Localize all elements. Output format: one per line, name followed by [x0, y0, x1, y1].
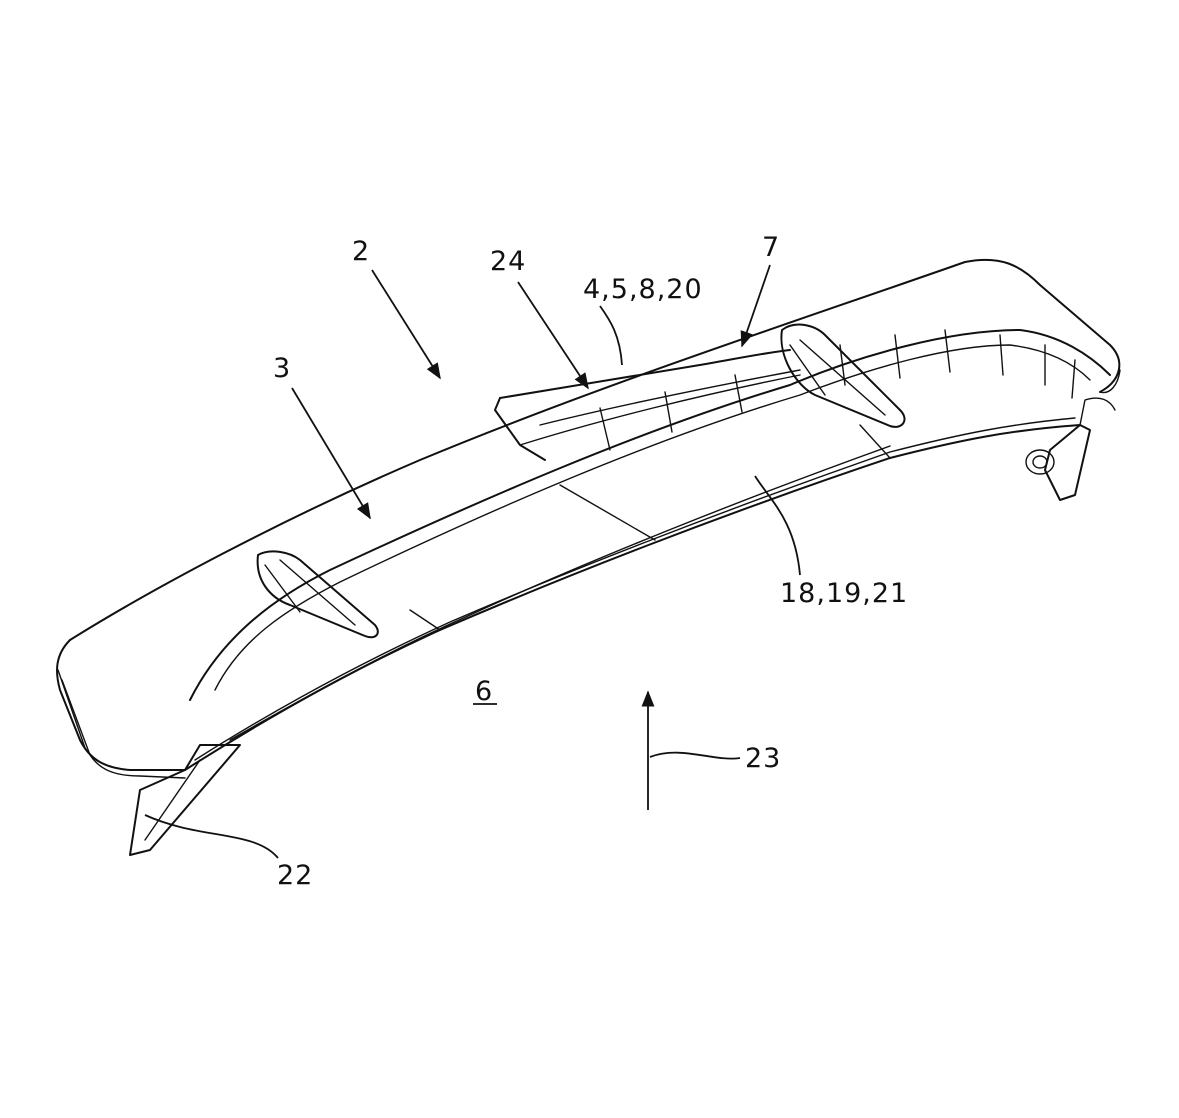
- reference-labels: 2 3 24 4,5,8,20 7 18,19,21 6 23 22: [273, 232, 908, 891]
- left-foot: [129, 744, 241, 856]
- label-4-5-8-20: 4,5,8,20: [583, 274, 703, 305]
- ribbed-section: [839, 329, 1076, 399]
- label-18-19-21: 18,19,21: [780, 578, 908, 609]
- left-clip: [256, 550, 379, 639]
- label-23: 23: [745, 743, 781, 774]
- label-24: 24: [490, 246, 526, 277]
- right-clip: [780, 323, 906, 428]
- leader-lines: [144, 264, 801, 859]
- label-6: 6: [475, 676, 493, 707]
- component-body: [56, 258, 1121, 779]
- raised-pad: [494, 349, 801, 461]
- label-3: 3: [273, 353, 291, 384]
- label-2: 2: [352, 236, 370, 267]
- label-7: 7: [762, 232, 780, 263]
- label-22: 22: [277, 860, 313, 891]
- right-foot: [1025, 424, 1091, 501]
